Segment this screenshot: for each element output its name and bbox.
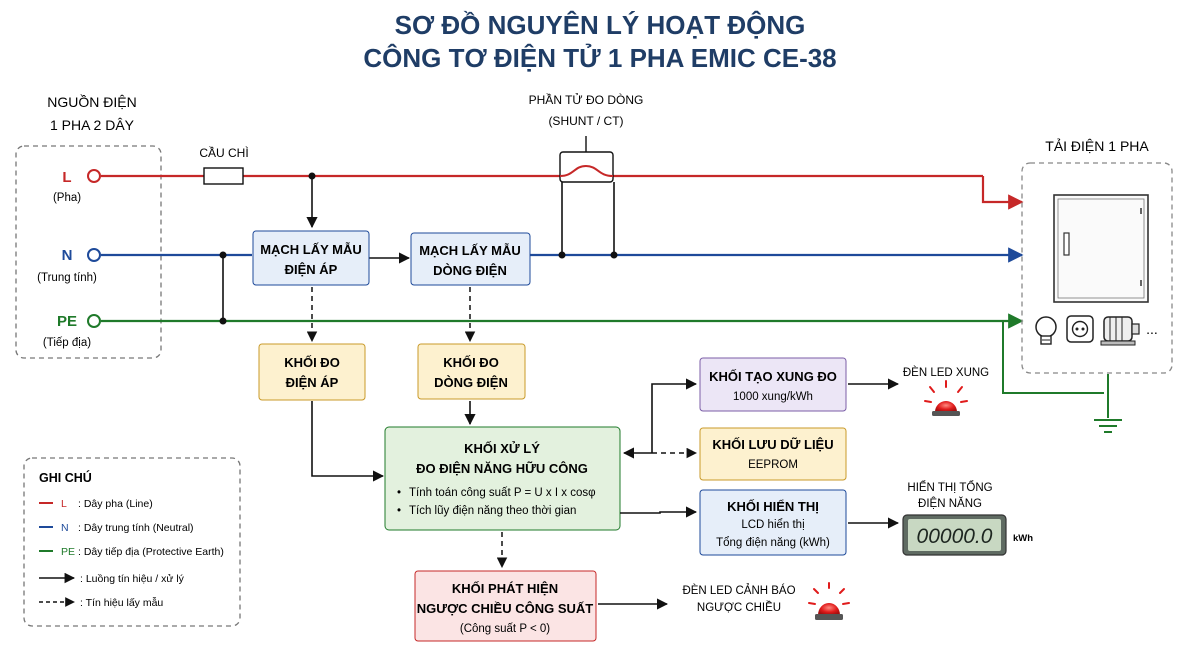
current-measure-block: KHỐI ĐO DÒNG ĐIỆN <box>417 343 526 400</box>
svg-text:DÒNG ĐIỆN: DÒNG ĐIỆN <box>434 375 508 390</box>
svg-text:MẠCH LẤY MẪU: MẠCH LẤY MẪU <box>260 242 362 257</box>
legend-L-text: : Dây pha (Line) <box>78 498 153 510</box>
svg-text:MẠCH LẤY MẪU: MẠCH LẤY MẪU <box>419 243 521 258</box>
source-box <box>15 145 162 359</box>
svg-text:1000 xung/kWh: 1000 xung/kWh <box>733 391 813 403</box>
terminal-N-label: N <box>62 247 73 264</box>
svg-text:KHỐI ĐO: KHỐI ĐO <box>284 355 340 370</box>
svg-text:Tích lũy điện năng theo thời g: Tích lũy điện năng theo thời gian <box>409 505 576 517</box>
lcd-unit: kWh <box>1013 533 1033 544</box>
lcd-caption-2: ĐIỆN NĂNG <box>918 497 982 510</box>
processing-bullet-dot: • <box>397 487 401 499</box>
terminal-L <box>87 169 101 183</box>
shunt-label-1: PHẦN TỬ ĐO DÒNG <box>529 92 644 107</box>
voltage-measure-block: KHỐI ĐO ĐIỆN ÁP <box>258 343 366 401</box>
terminal-L-label: L <box>62 169 71 186</box>
pulse-led-label: ĐÈN LED XUNG <box>903 366 989 379</box>
load-caption: TẢI ĐIỆN 1 PHA <box>1045 138 1149 154</box>
svg-text:EEPROM: EEPROM <box>748 459 798 471</box>
load: TẢI ĐIỆN 1 PHA ... <box>1021 138 1173 374</box>
warning-led-label-1: ĐÈN LED CẢNH BÁO <box>682 584 795 597</box>
fuse-symbol <box>203 167 244 185</box>
led-icon <box>808 582 850 620</box>
lcd-screen <box>908 519 1001 551</box>
svg-text:KHỐI XỬ LÝ: KHỐI XỬ LÝ <box>464 441 540 456</box>
svg-text:Tính toán công suất P = U x I: Tính toán công suất P = U x I x cosφ <box>409 487 596 499</box>
svg-text:LCD hiển thị: LCD hiển thị <box>741 519 804 531</box>
fuse: CẦU CHÌ <box>199 145 249 185</box>
load-box <box>1021 162 1173 374</box>
source-caption-2: 1 PHA 2 DÂY <box>50 117 135 133</box>
terminal-PE-label: PE <box>57 313 77 330</box>
more-loads-ellipsis: ... <box>1146 321 1158 337</box>
svg-text:KHỐI HIỂN THỊ: KHỐI HIỂN THỊ <box>727 499 819 514</box>
diagram-title-line1: SƠ ĐỒ NGUYÊN LÝ HOẠT ĐỘNG <box>394 10 806 40</box>
svg-text:KHỐI ĐO: KHỐI ĐO <box>443 355 499 370</box>
processing-block: KHỐI XỬ LÝ ĐO ĐIỆN NĂNG HỮU CÔNG • Tính … <box>384 426 621 531</box>
svg-text:NGƯỢC CHIỀU CÔNG SUẤT: NGƯỢC CHIỀU CÔNG SUẤT <box>417 601 593 616</box>
current-sampling-block: MẠCH LẤY MẪU DÒNG ĐIỆN <box>410 232 531 286</box>
terminal-L-desc: (Pha) <box>53 192 81 204</box>
svg-text:(Công suất P < 0): (Công suất P < 0) <box>460 623 550 635</box>
legend-PE-key: PE <box>61 546 75 558</box>
legend-L-key: L <box>61 498 67 510</box>
socket-icon <box>1066 315 1094 343</box>
line-N <box>87 247 1024 263</box>
processing-bullet-dot: • <box>397 505 401 517</box>
reverse-detect-block: KHỐI PHÁT HIỆN NGƯỢC CHIỀU CÔNG SUẤT (Cô… <box>414 570 597 642</box>
ground-icon <box>1094 419 1122 433</box>
legend: GHI CHÚ L : Dây pha (Line) N : Dây trung… <box>23 457 241 627</box>
svg-text:KHỐI TẠO XUNG ĐO: KHỐI TẠO XUNG ĐO <box>709 369 837 384</box>
motor-icon <box>1100 316 1140 346</box>
lcd-caption-1: HIỂN THỊ TỔNG <box>907 481 992 494</box>
svg-text:DÒNG ĐIỆN: DÒNG ĐIỆN <box>433 263 507 278</box>
pulse-generator-block: KHỐI TẠO XUNG ĐO 1000 xung/kWh <box>699 357 847 412</box>
legend-N-text: : Dây trung tính (Neutral) <box>78 522 194 534</box>
fuse-label: CẦU CHÌ <box>199 145 248 160</box>
warning-led: ĐÈN LED CẢNH BÁO NGƯỢC CHIỀU <box>682 582 850 620</box>
terminal-PE-desc: (Tiếp địa) <box>43 337 91 349</box>
lcd-display: HIỂN THỊ TỔNG ĐIỆN NĂNG 00000.0 kWh <box>902 481 1033 556</box>
pulse-led: ĐÈN LED XUNG <box>903 366 989 416</box>
cabinet-icon <box>1053 194 1149 303</box>
legend-box <box>23 457 241 627</box>
svg-text:KHỐI LƯU DỮ LIỆU: KHỐI LƯU DỮ LIỆU <box>712 437 833 452</box>
legend-PE-text: : Dây tiếp địa (Protective Earth) <box>78 546 224 558</box>
display-block: KHỐI HIỂN THỊ LCD hiển thị Tổng điện năn… <box>699 489 847 556</box>
terminal-PE <box>87 314 101 328</box>
svg-text:ĐIỆN ÁP: ĐIỆN ÁP <box>285 262 338 277</box>
svg-text:ĐO ĐIỆN NĂNG HỮU CÔNG: ĐO ĐIỆN NĂNG HỮU CÔNG <box>416 461 588 476</box>
warning-led-label-2: NGƯỢC CHIỀU <box>697 601 781 614</box>
diagram-title-line2: CÔNG TƠ ĐIỆN TỬ 1 PHA EMIC CE-38 <box>363 43 837 73</box>
svg-text:Tổng điện năng (kWh): Tổng điện năng (kWh) <box>716 537 830 549</box>
lightbulb-icon <box>1035 316 1057 345</box>
current-sensor: PHẦN TỬ ĐO DÒNG (SHUNT / CT) <box>529 92 644 259</box>
data-storage-block: KHỐI LƯU DỮ LIỆU EEPROM <box>699 427 847 481</box>
led-icon <box>924 380 968 416</box>
source-caption-1: NGUỒN ĐIỆN <box>47 93 136 110</box>
svg-text:ĐIỆN ÁP: ĐIỆN ÁP <box>286 375 339 390</box>
legend-title: GHI CHÚ <box>39 470 92 485</box>
legend-solid-text: : Luồng tín hiệu / xử lý <box>80 573 185 585</box>
power-source: NGUỒN ĐIỆN 1 PHA 2 DÂY L (Pha) N (Trung … <box>15 93 162 359</box>
terminal-N-desc: (Trung tính) <box>37 272 97 284</box>
svg-text:KHỐI PHÁT HIỆN: KHỐI PHÁT HIỆN <box>452 581 558 596</box>
lcd-value: 00000.0 <box>917 525 993 548</box>
terminal-N <box>87 248 101 262</box>
shunt-label-2: (SHUNT / CT) <box>548 114 623 128</box>
line-PE <box>87 313 1109 418</box>
legend-N-key: N <box>61 522 69 534</box>
voltage-sampling-block: MẠCH LẤY MẪU ĐIỆN ÁP <box>252 230 370 286</box>
legend-dashed-text: : Tín hiệu lấy mẫu <box>80 596 163 609</box>
